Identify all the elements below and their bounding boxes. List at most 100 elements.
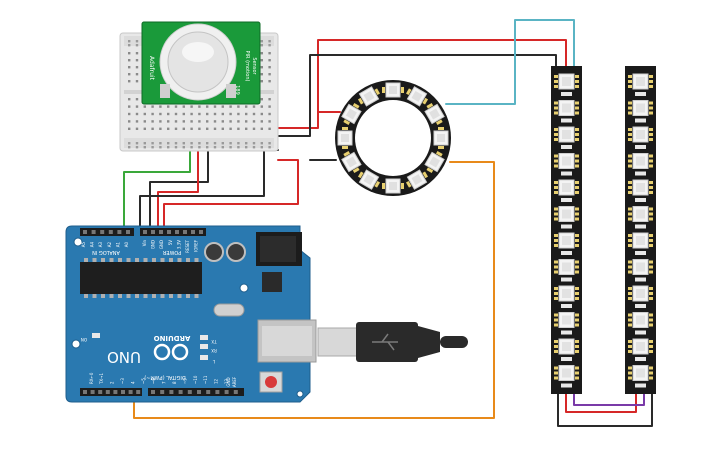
breadboard-hole [245,105,248,108]
ring-led-die [389,182,397,190]
header-pin [128,390,133,394]
breadboard-hole [260,146,263,149]
strip-led-pad [649,376,653,380]
breadboard-hole [174,105,178,108]
strip-led-pad [649,212,653,216]
strip-led [554,206,579,229]
breadboard-hole [135,105,139,108]
strip-led-pad [649,133,653,136]
breadboard-hole [128,105,131,108]
strip-led-pad [649,270,653,274]
ring-led [424,150,445,174]
chip-leg [84,258,88,262]
digital-pin-label: RX←0 [89,372,94,384]
chip-leg [186,294,190,298]
chip-leg [160,294,165,298]
breadboard-hole [190,112,193,116]
breadboard-hole [135,142,139,145]
header-pin [143,230,147,234]
breadboard-hole [143,105,146,108]
strip-led-pad [575,154,579,158]
mount-hole-1 [73,237,83,247]
strip-led-pad [649,138,653,141]
strip-resistor [561,251,572,255]
strip-led-pad [575,265,579,269]
breadboard-hole [135,59,139,62]
ring-led-die [345,108,357,120]
strip-led-pad [554,270,558,274]
usb-cable-end [440,336,468,348]
chip-leg [101,294,105,298]
header-pin [83,230,87,234]
chip-leg [126,258,131,262]
chip-leg [109,294,114,298]
usb-cable [317,322,468,362]
breadboard-hole [268,40,271,43]
strip-led-pad [628,340,632,343]
breadboard-hole [128,80,131,83]
breadboard-hole [128,44,131,47]
breadboard-hole [167,112,170,116]
strip-led-pad [575,159,579,163]
strip-led-pad [554,217,558,221]
mount-hole-4 [296,390,304,398]
breadboard-hole [206,127,209,130]
ring-led-die [341,134,349,142]
header-pin [136,390,141,394]
breadboard-hole [268,44,271,47]
strip-led-pad [649,80,653,83]
strip-led-pad [628,313,632,317]
chip-leg [169,258,173,262]
power-header [140,228,206,236]
strip-led-pad [649,234,653,237]
strip-resistor [635,357,646,361]
strip-led-pad [554,376,558,380]
breadboard-hole [159,146,162,149]
chip-leg [92,294,97,298]
breadboard-hole [174,112,178,116]
strip-led-pad [628,265,632,269]
strip-led-pad [649,260,653,264]
breadboard-hole [252,112,256,116]
breadboard-hole [221,120,224,123]
pir-lens-highlight [182,42,214,62]
digital-pin-label: 13 [224,378,229,384]
ring-led-pad [422,171,429,179]
ring-led-pad [422,97,429,105]
strip-led-die [562,236,571,245]
breadboard-hole [268,142,271,145]
breadboard-hole [182,142,185,145]
strip-led-pad [575,270,579,274]
wire-ring-black [277,54,557,137]
header-pin [187,390,192,394]
strip-led-die [636,77,645,86]
ring-led [382,178,404,194]
power-jack-inner [260,236,296,262]
strip-led-pad [554,154,558,158]
strip-led-pad [554,128,558,131]
strip-led-pad [649,207,653,211]
breadboard-hole [268,127,271,130]
strip-led-pad [575,260,579,264]
ring-led [341,102,362,126]
strip-led [628,259,653,282]
strip-led-die [562,262,571,272]
strip-led-pad [554,186,558,189]
wire-strip-purple [573,391,645,406]
digital-pin-label: ~6 [151,378,156,384]
ring-led-pad [426,102,434,109]
wire-pir-gnd [149,139,209,229]
breadboard-hole [167,120,170,123]
breadboard-hole [128,73,131,76]
strip-led-pad [554,164,558,168]
strip-led-pad [649,340,653,343]
strip-led-pad [628,244,632,247]
chip-leg [84,294,88,298]
strip-led-pad [575,366,579,370]
strip-led [554,73,579,96]
pir-brand: Adafruit [148,56,155,81]
reset-button-cap[interactable] [265,376,277,388]
breadboard-hole [135,73,139,76]
strip-led-die [636,103,645,113]
